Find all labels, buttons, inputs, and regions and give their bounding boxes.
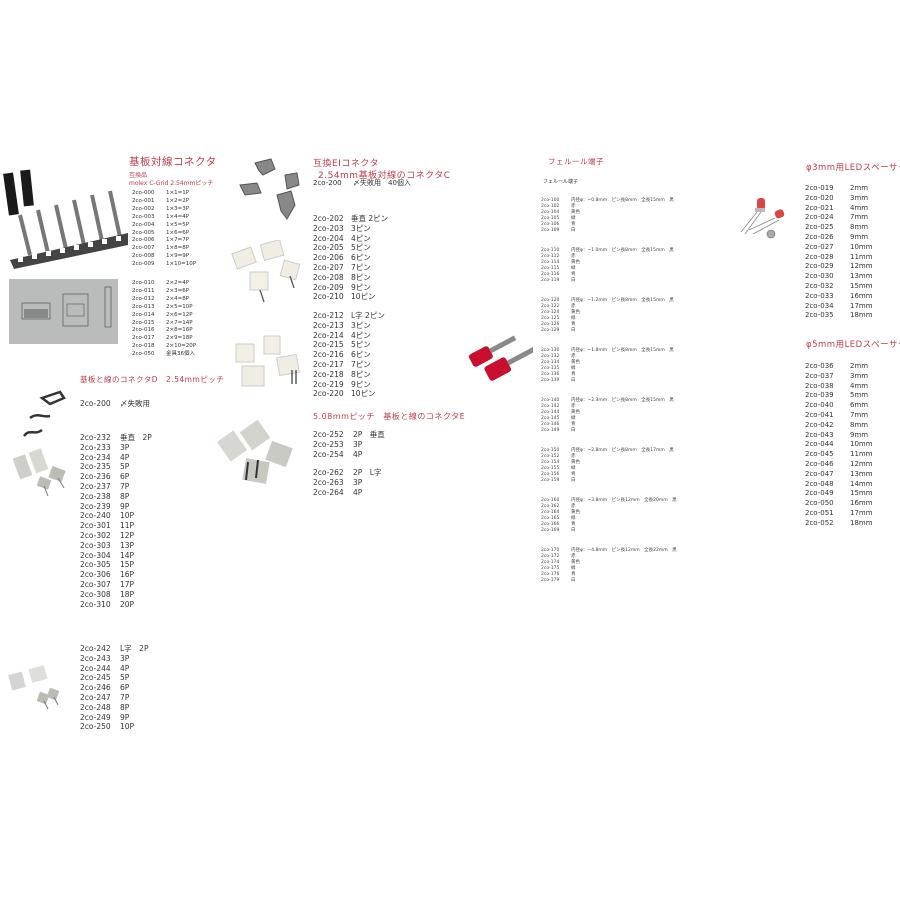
- connector-e-title: 5.08mmピッチ 基板と線のコネクタE: [313, 412, 466, 421]
- dimension-drawing-photo: [9, 279, 118, 344]
- connector-d-title: 基板と線のコネクタD 2.54mmピッチ: [80, 375, 225, 384]
- ferrule-title: フェルール端子: [548, 157, 604, 166]
- led-spacer-photo: [740, 198, 785, 239]
- connector-c-angle-photo: [235, 335, 300, 387]
- compat-label: 互換品: [129, 172, 148, 179]
- led-3mm-title: φ3mm用LEDスペーサー: [806, 163, 900, 173]
- connector-d-angle-photo: [8, 665, 60, 710]
- connector-c-crimp-photo: [239, 158, 300, 220]
- ferrule-subtitle: フェルール端子: [543, 179, 579, 185]
- connector-d-crimp-photo: [23, 390, 66, 437]
- connector-e-photo: [218, 420, 293, 484]
- ferrule-photo: [468, 335, 533, 381]
- board-to-wire-title: 基板対線コネクタ: [129, 156, 217, 168]
- compat-detail: molex C-Grid 2.54mmピッチ: [129, 180, 214, 187]
- connector-c-title-line2: 2.54mm基板対線のコネクタC: [318, 171, 451, 181]
- connector-c-title-line1: 互換EIコネクタ: [313, 159, 379, 169]
- crimp-terminal-photo: [3, 169, 128, 269]
- connector-d-vertical-photo: [12, 448, 66, 497]
- connector-c-vertical-photo: [231, 240, 301, 303]
- led-5mm-title: φ5mm用LEDスペーサー: [806, 340, 900, 350]
